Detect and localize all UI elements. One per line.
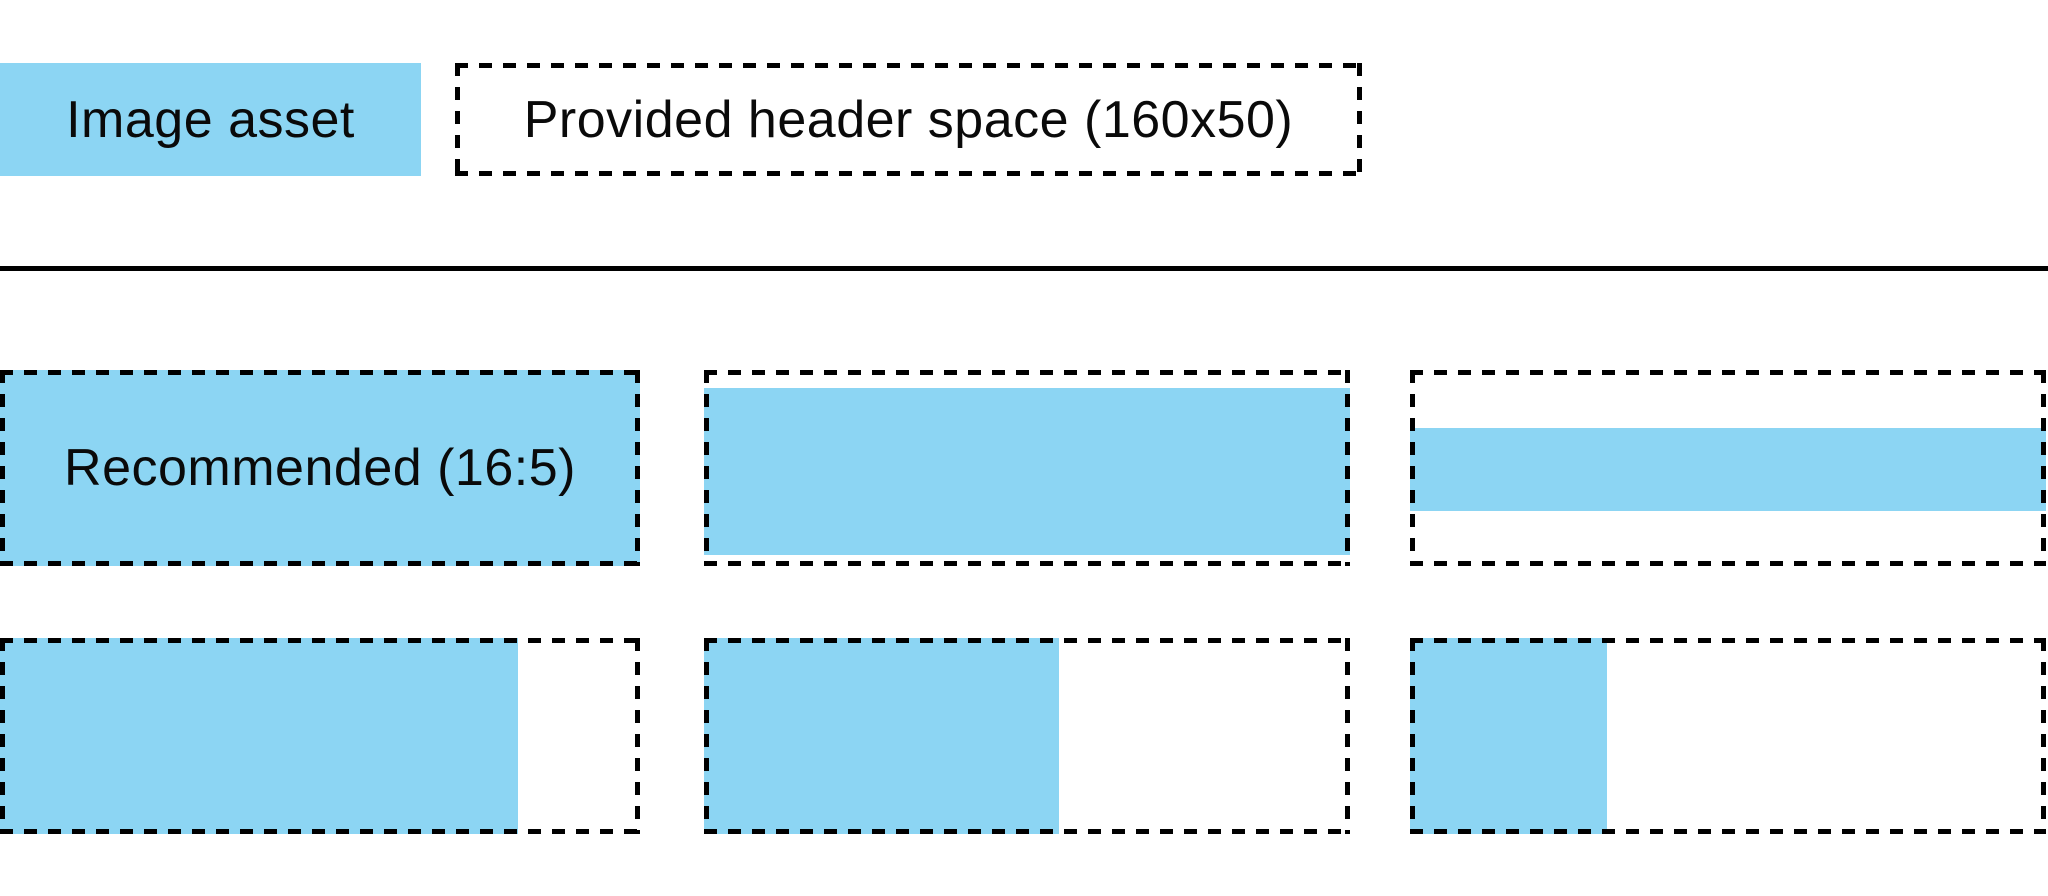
image-asset-fill	[0, 370, 640, 566]
section-divider	[0, 266, 2048, 271]
example-partial-width-81	[0, 638, 640, 834]
example-recommended-16-5: Recommended (16:5)	[0, 370, 640, 566]
provided-header-space-box: Provided header space (160x50)	[455, 63, 1362, 176]
image-asset-label: Image asset	[66, 90, 355, 149]
example-center-band	[1410, 370, 2046, 566]
image-asset-fill	[704, 388, 1350, 556]
image-asset-fill	[1410, 428, 2046, 511]
image-asset-fill	[0, 638, 519, 834]
example-partial-width-31	[1410, 638, 2046, 834]
recommended-label: Recommended (16:5)	[64, 439, 576, 497]
image-asset-legend-swatch: Image asset	[0, 63, 421, 176]
provided-header-space-label: Provided header space (160x50)	[523, 90, 1294, 149]
image-asset-fill	[1410, 638, 1608, 834]
example-full-width-inset	[704, 370, 1350, 566]
example-partial-width-55	[704, 638, 1350, 834]
image-asset-fill	[704, 638, 1060, 834]
